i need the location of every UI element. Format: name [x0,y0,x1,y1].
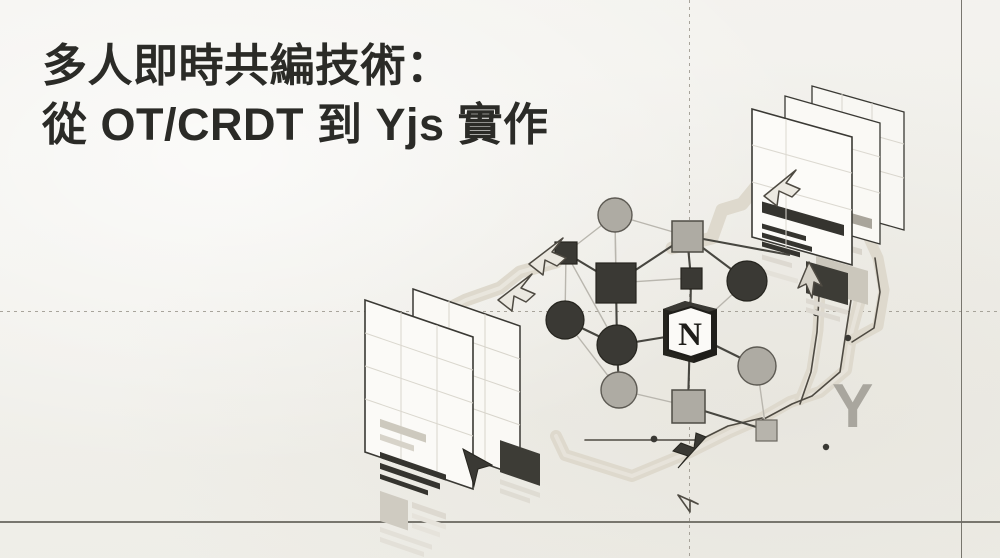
node-circle-light-3 [737,346,777,386]
yjs-watermark: Y [832,372,873,441]
cursor-bottom-guide [677,494,699,513]
ribbon-bottom-loop [550,412,768,482]
title-line-2: 從 OT/CRDT 到 Yjs 實作 [42,99,549,151]
doc-sheet-front [751,107,853,322]
node-circle-light-1 [597,197,633,233]
guide-line-horizontal-solid [0,521,1000,523]
node-square-light-1 [755,419,778,442]
cover-title: 多人即時共編技術： 從 OT/CRDT 到 Yjs 實作 [42,36,642,155]
node-circle-dark-2 [596,324,638,366]
node-square-mid-2 [671,389,706,424]
node-circle-light-2 [600,371,638,409]
node-square-dark-3 [680,267,703,290]
title-line-1: 多人即時共編技術： [42,40,452,91]
node-circle-dark-1 [545,300,585,340]
node-square-dark-2 [595,262,637,304]
notion-logo-cube: N [663,301,717,363]
guide-line-vertical-solid [961,0,963,558]
node-square-mid-1 [671,220,704,253]
svg-text:N: N [678,317,702,353]
document-stack-bottom-left [364,287,540,557]
node-circle-dark-3 [726,260,768,302]
doc-panel-front [364,298,494,557]
graph-nodes [545,197,778,442]
guide-line-horizontal-dotted [0,311,1000,312]
